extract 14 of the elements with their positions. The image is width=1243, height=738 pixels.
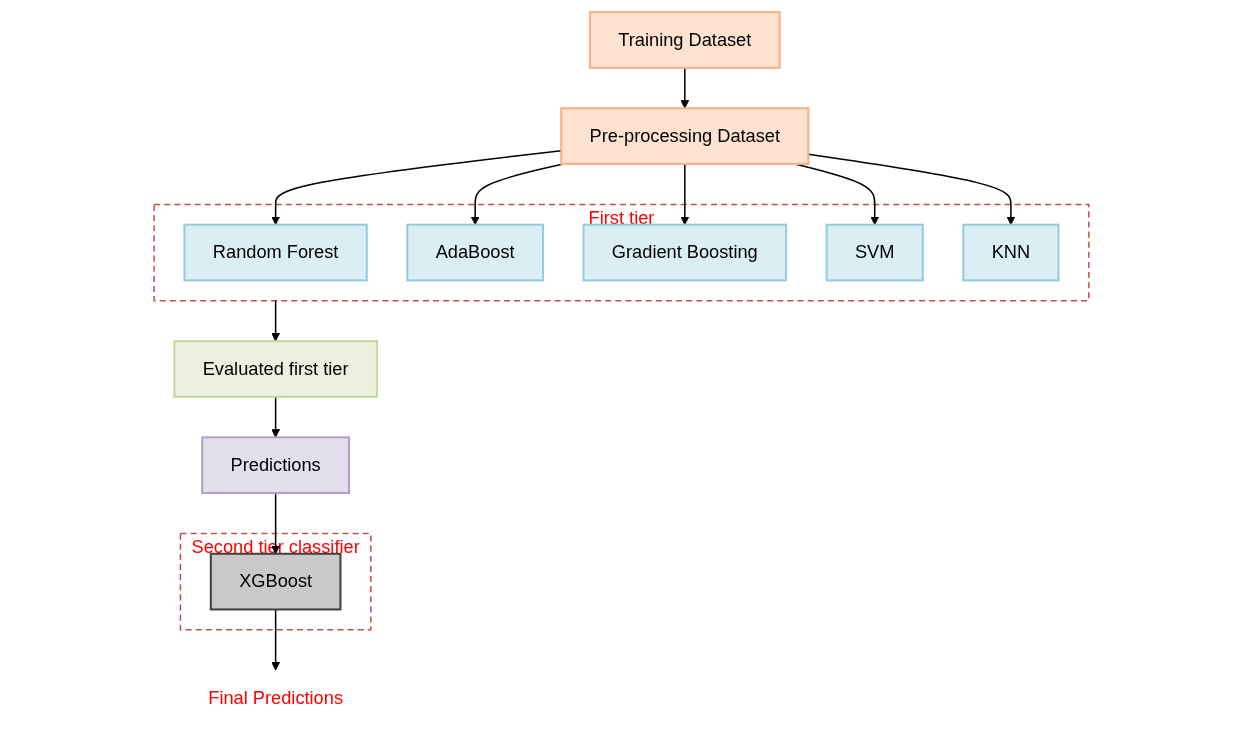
node-box: XGBoost — [209, 552, 342, 611]
arrow — [271, 299, 281, 342]
node-box: Gradient Boosting — [582, 223, 788, 282]
node-box: Random Forest — [183, 223, 368, 282]
node-box: Pre-processing Dataset — [560, 107, 810, 165]
node-box: Evaluated first tier — [173, 340, 378, 398]
node-box: KNN — [962, 223, 1060, 282]
node-box: SVM — [825, 223, 924, 282]
node-text: Final Predictions — [208, 687, 344, 708]
arrow — [271, 396, 281, 438]
node-box: Predictions — [201, 436, 351, 495]
arrow — [680, 67, 690, 109]
node-box: Training Dataset — [588, 11, 781, 69]
node-box: AdaBoost — [406, 223, 545, 282]
